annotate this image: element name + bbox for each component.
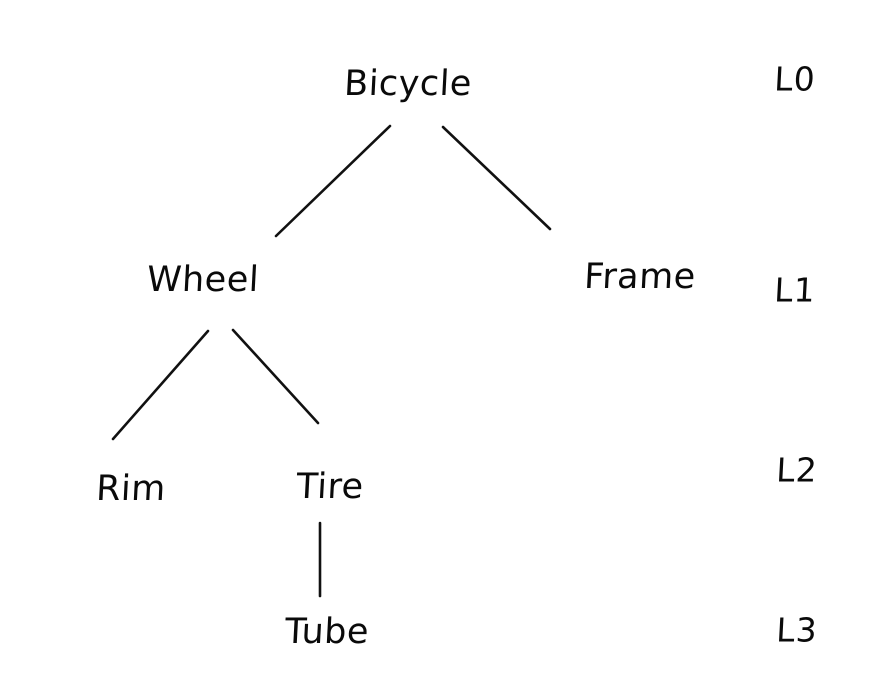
level-label-l3: L3 xyxy=(775,610,819,650)
node-tube[interactable]: Tube xyxy=(283,612,371,652)
edge-bicycle-wheel xyxy=(274,124,392,238)
edge-wheel-tire xyxy=(231,328,320,425)
level-label-l0: L0 xyxy=(773,59,817,99)
edge-bicycle-frame xyxy=(441,125,552,231)
node-rim[interactable]: Rim xyxy=(95,469,167,509)
node-wheel[interactable]: Wheel xyxy=(145,260,261,300)
node-tire[interactable]: Tire xyxy=(295,467,365,507)
edge-wheel-rim xyxy=(111,329,210,441)
level-label-l2: L2 xyxy=(775,450,819,490)
node-bicycle[interactable]: Bicycle xyxy=(343,64,473,104)
node-frame[interactable]: Frame xyxy=(583,257,697,297)
level-label-l1: L1 xyxy=(773,270,817,310)
